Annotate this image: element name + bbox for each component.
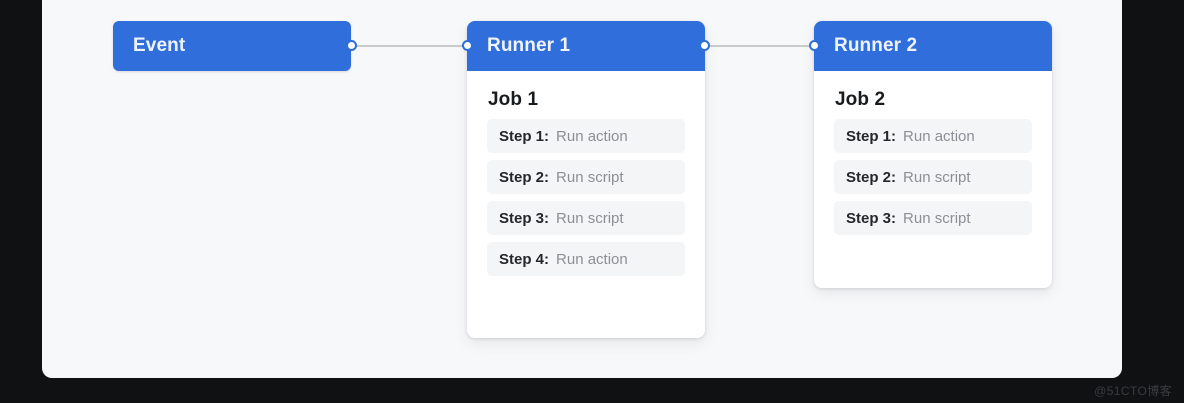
step-label: Step 1:	[499, 127, 550, 145]
watermark: @51CTO博客	[1094, 384, 1172, 398]
step-row[interactable]: Step 3: Run script	[487, 201, 685, 235]
runner-2-step-list: Step 1: Run action Step 2: Run script St…	[826, 119, 1040, 235]
step-value: Run action	[903, 127, 975, 145]
step-value: Run action	[556, 250, 628, 268]
step-value: Run script	[556, 209, 624, 227]
node-runner-2[interactable]: Runner 2 Job 2 Step 1: Run action Step 2…	[814, 21, 1052, 288]
step-row[interactable]: Step 3: Run script	[834, 201, 1032, 235]
step-row[interactable]: Step 4: Run action	[487, 242, 685, 276]
step-row[interactable]: Step 1: Run action	[487, 119, 685, 153]
node-event[interactable]: Event	[113, 21, 351, 71]
runner-2-job-title: Job 2	[835, 89, 886, 110]
step-label: Step 3:	[499, 209, 550, 227]
step-label: Step 1:	[846, 127, 897, 145]
step-label: Step 3:	[846, 209, 897, 227]
runner-2-title: Runner 2	[834, 35, 918, 56]
step-row[interactable]: Step 2: Run script	[487, 160, 685, 194]
step-value: Run script	[903, 209, 971, 227]
runner-1-step-list: Step 1: Run action Step 2: Run script St…	[479, 119, 693, 276]
runner-1-body: Job 1 Step 1: Run action Step 2: Run scr…	[467, 71, 705, 292]
runner-2-body: Job 2 Step 1: Run action Step 2: Run scr…	[814, 71, 1052, 251]
connector-event-to-runner1	[352, 45, 469, 47]
runner-1-job-title: Job 1	[488, 89, 539, 110]
step-value: Run action	[556, 127, 628, 145]
step-row[interactable]: Step 1: Run action	[834, 119, 1032, 153]
runner-1-header: Runner 1	[467, 21, 705, 71]
diagram-panel: Event Runner 1 Job 1 Step 1: Run action …	[42, 0, 1122, 378]
node-runner-1[interactable]: Runner 1 Job 1 Step 1: Run action Step 2…	[467, 21, 705, 338]
port-runner-1-input[interactable]	[462, 40, 473, 51]
event-label: Event	[133, 35, 186, 56]
step-row[interactable]: Step 2: Run script	[834, 160, 1032, 194]
port-runner-2-input[interactable]	[809, 40, 820, 51]
runner-1-title: Runner 1	[487, 35, 571, 56]
port-runner-1-output[interactable]	[699, 40, 710, 51]
runner-2-header: Runner 2	[814, 21, 1052, 71]
step-label: Step 4:	[499, 250, 550, 268]
step-label: Step 2:	[499, 168, 550, 186]
step-value: Run script	[903, 168, 971, 186]
connector-runner1-to-runner2	[703, 45, 816, 47]
step-label: Step 2:	[846, 168, 897, 186]
step-value: Run script	[556, 168, 624, 186]
port-event-output[interactable]	[346, 40, 357, 51]
